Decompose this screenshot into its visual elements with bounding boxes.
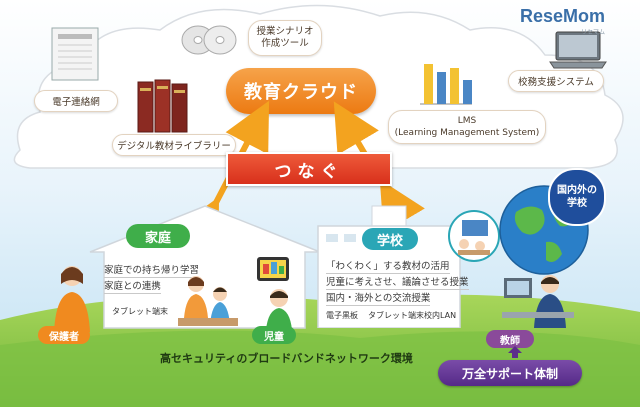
school-badge: 学校 <box>362 228 418 250</box>
renraku-text: 電子連絡網 <box>52 97 100 108</box>
school-device-2: タブレット端末 <box>368 311 424 320</box>
home-line-1: 家庭での持ち帰り学習 <box>104 262 200 278</box>
bar-chart-icon <box>420 64 472 105</box>
connect-text: つなぐ <box>274 161 344 182</box>
scenario-tool-label: 授業シナリオ 作成ツール <box>248 20 322 56</box>
overseas-school-badge: 国内外の 学校 <box>548 168 606 226</box>
school-device-3: 校内LAN <box>424 311 457 320</box>
guardian-badge: 保護者 <box>38 326 90 344</box>
scenario-tool-line1: 授業シナリオ <box>256 26 314 37</box>
home-title: 家庭 <box>144 230 171 246</box>
teacher-label: 教師 <box>500 335 520 347</box>
school-line-2: 児童に考えさせ、議論させる授業 <box>326 274 469 290</box>
connect-banner: つなぐ <box>226 152 392 186</box>
education-cloud-title: 教育クラウド <box>244 82 358 103</box>
laptop-icon <box>549 31 607 69</box>
guardian-figure <box>54 266 90 332</box>
kousou-text: 校務支援システム <box>518 77 594 88</box>
tablet-icon <box>257 257 289 281</box>
school-device-1: 電子黒板 <box>326 311 358 320</box>
logo-text: ReseMom <box>520 6 606 26</box>
home-line-2: 家庭との連携 <box>104 278 161 294</box>
logo-subtext: リセマム <box>581 29 606 36</box>
up-arrow-icon <box>508 346 522 358</box>
resemom-logo: ReseMom リセマム <box>520 6 605 36</box>
home-badge: 家庭 <box>126 224 190 248</box>
classroom-icon <box>448 210 500 262</box>
school-title: 学校 <box>376 233 403 249</box>
renraku-label: 電子連絡網 <box>34 90 118 112</box>
school-line-3: 国内・海外との交流授業 <box>326 290 431 306</box>
support-text: 万全サポート体制 <box>461 366 558 381</box>
lms-subtitle: (Learning Management System) <box>394 128 540 138</box>
support-badge: 万全サポート体制 <box>438 360 582 386</box>
library-text: デジタル教材ライブラリー <box>117 141 231 152</box>
family-figure <box>178 276 238 326</box>
disc-icon <box>181 25 237 55</box>
network-text: 高セキュリティのブロードバンドネットワーク環境 <box>160 352 413 365</box>
child-label: 児童 <box>264 331 284 343</box>
scenario-tool-line2: 作成ツール <box>261 38 309 49</box>
home-device-tag: タブレット端末 <box>112 307 168 316</box>
child-figure <box>266 289 292 330</box>
teacher-figure <box>502 275 574 328</box>
guardian-label: 保護者 <box>49 331 79 343</box>
child-badge: 児童 <box>252 326 296 344</box>
overseas-school-line2: 学校 <box>567 198 587 209</box>
overseas-school-line1: 国内外の <box>557 185 597 196</box>
lms-title: LMS <box>457 116 477 126</box>
school-line-1: 「わくわく」する教材の活用 <box>326 258 450 274</box>
document-icon <box>51 27 99 81</box>
teacher-badge: 教師 <box>486 330 534 348</box>
kousou-label: 校務支援システム <box>508 70 604 92</box>
